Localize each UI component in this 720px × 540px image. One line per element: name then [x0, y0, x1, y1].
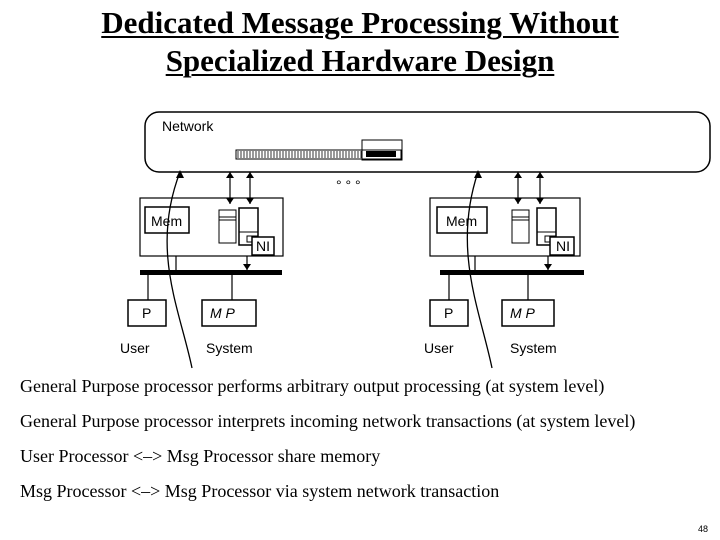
node-1-cpu-icon [218, 209, 237, 244]
ellipsis-label: ° ° ° [336, 177, 361, 193]
node-2-mem-box [436, 206, 488, 234]
bullet-list: General Purpose processor performs arbit… [20, 374, 710, 514]
slide-title-line-1: Dedicated Message Processing Without [101, 5, 619, 40]
node-2-mp-label: M P [510, 305, 536, 321]
node-1-mp-box [201, 299, 257, 327]
node-2: Mem NI P M P User System [424, 170, 584, 369]
node-1-mem-label: Mem [151, 213, 182, 229]
page-number: 48 [697, 524, 708, 534]
node-2-flow-arrow [466, 171, 493, 369]
node-1-bus [140, 270, 282, 275]
node-2-frame [429, 197, 581, 257]
node-2-mp-box [501, 299, 555, 327]
node-2-bus [440, 270, 584, 275]
node-1-flow-arrow [166, 171, 193, 369]
node-1: Mem NI P M P User System [120, 170, 284, 369]
node-1-user-label: User [120, 340, 150, 356]
bullet-item-3: User Processor <–> Msg Processor share m… [20, 446, 381, 466]
node-1-system-label: System [206, 340, 253, 356]
network-box [144, 111, 711, 173]
node-1-p-box [127, 299, 167, 327]
node-1-ni-box [251, 236, 275, 256]
bullet-item-1: General Purpose processor performs arbit… [20, 376, 605, 396]
node-1-ni-label: NI [256, 238, 270, 254]
node-2-ni-box [549, 236, 575, 256]
node-2-user-label: User [424, 340, 454, 356]
node-2-cpu-icon [511, 209, 530, 244]
bullet-item-2: General Purpose processor interprets inc… [20, 411, 636, 431]
node-2-mem-label: Mem [446, 213, 477, 229]
node-2-system-label: System [510, 340, 557, 356]
node-1-mp-label: M P [210, 305, 236, 321]
node-2-p-label: P [444, 305, 453, 321]
slide-title: Dedicated Message Processing Without Spe… [0, 4, 720, 80]
slide-title-line-2: Specialized Hardware Design [165, 43, 555, 78]
node-2-p-box [429, 299, 469, 327]
node-1-frame [139, 197, 284, 257]
network-switch [235, 139, 403, 161]
node-1-p-label: P [142, 305, 151, 321]
network-label: Network [162, 118, 214, 134]
node-2-ni-label: NI [556, 238, 570, 254]
bullet-item-4: Msg Processor <–> Msg Processor via syst… [20, 481, 500, 501]
